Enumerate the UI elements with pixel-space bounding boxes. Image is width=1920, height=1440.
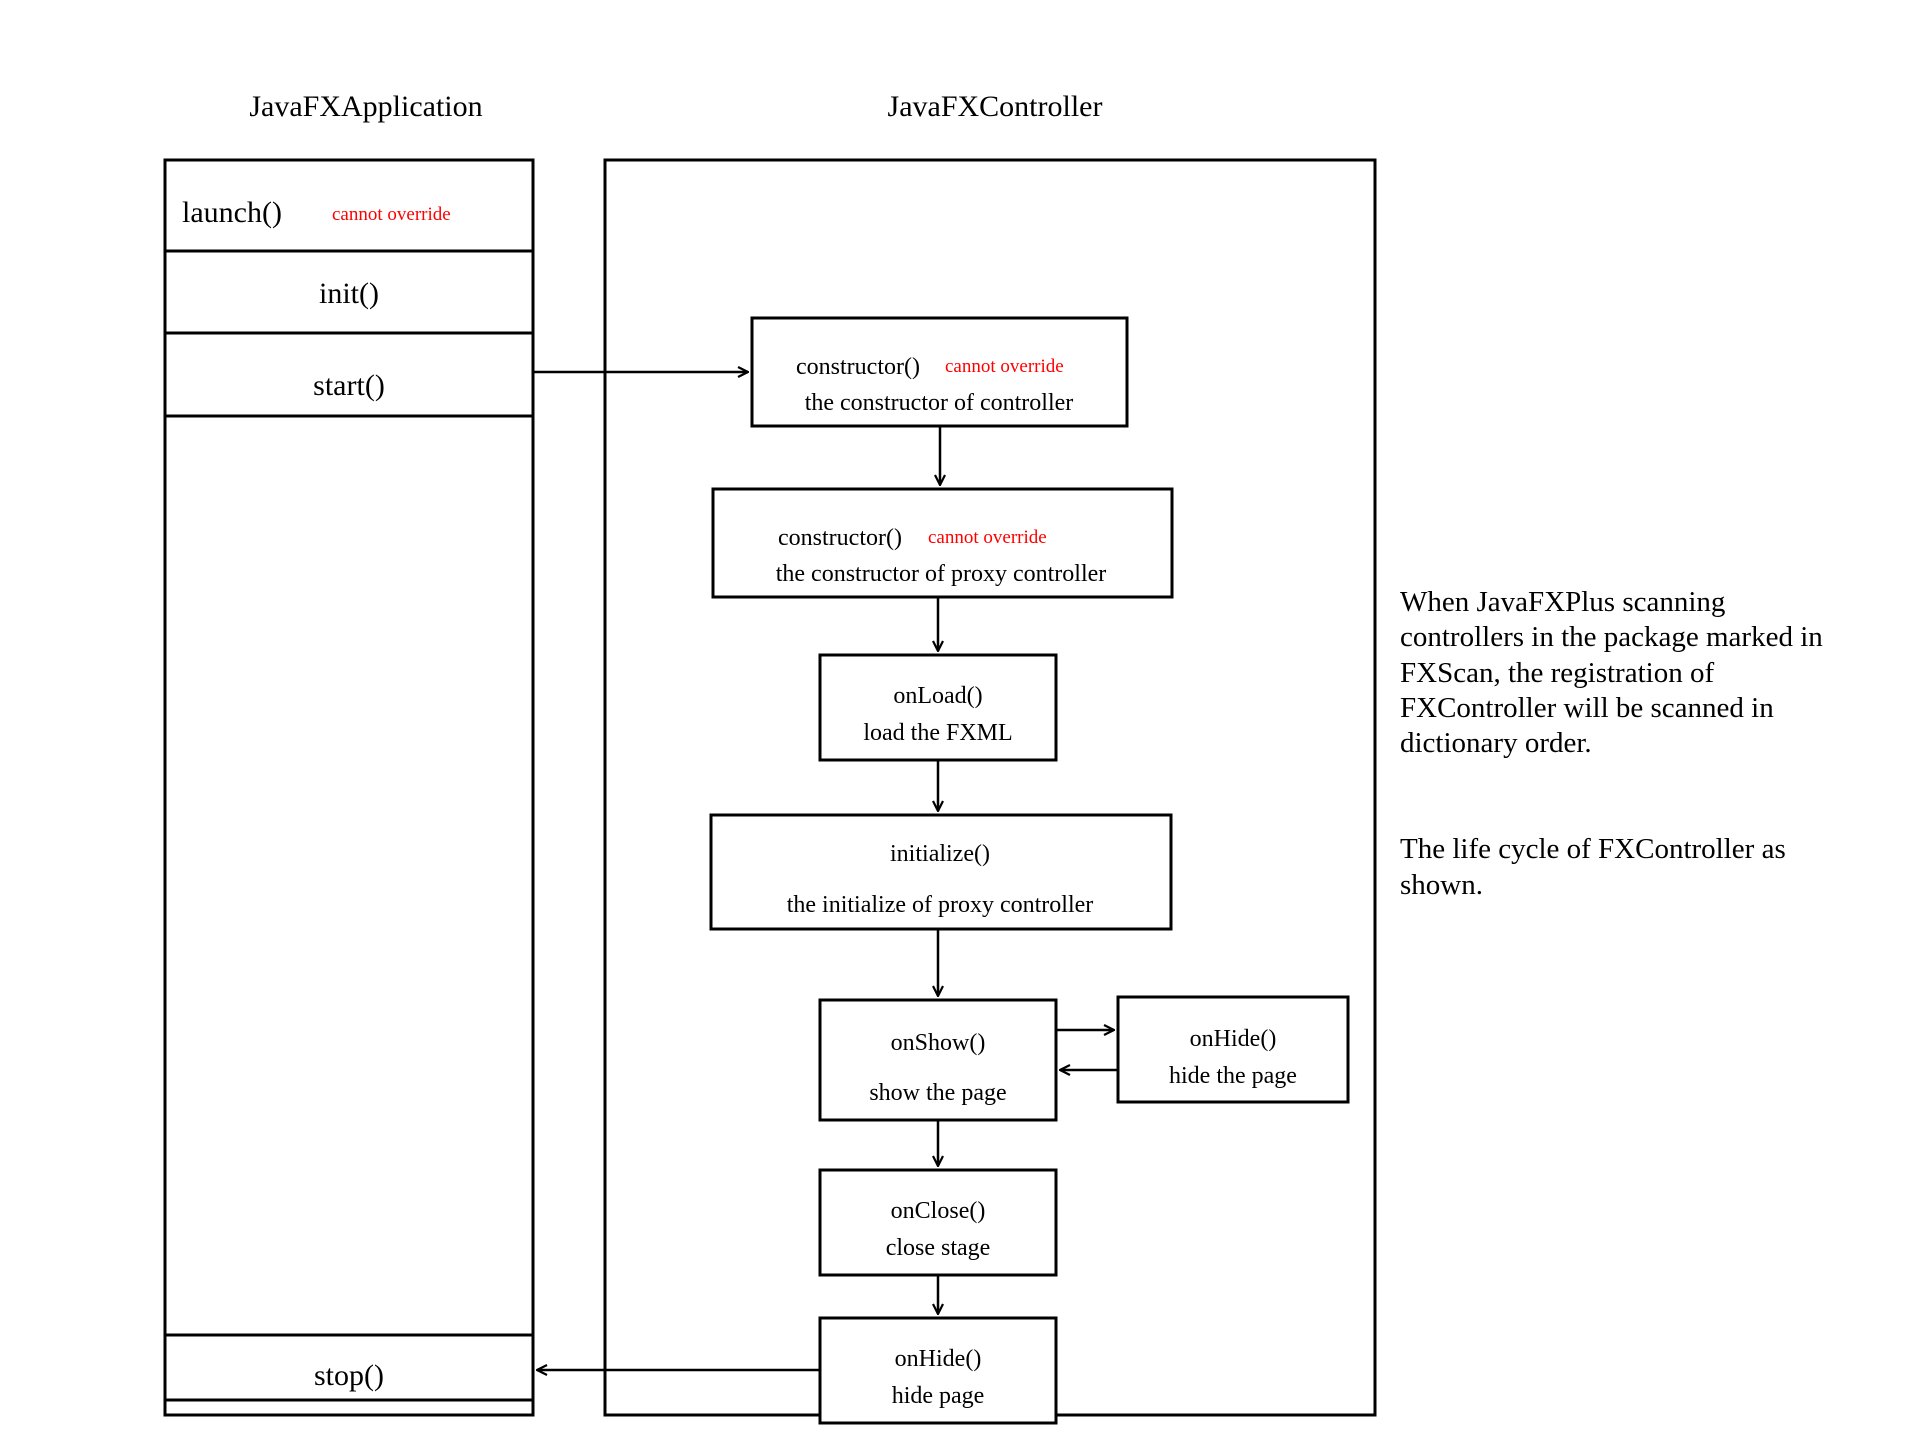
lane-method-init: init() (319, 277, 379, 310)
node-onhide-side-line2: hide the page (1169, 1063, 1297, 1089)
lane-method-launch: launch() (182, 196, 282, 229)
node-onclose-line2: close stage (886, 1235, 991, 1261)
side-note-paragraph-2: The life cycle of FXController as shown. (1400, 833, 1793, 901)
node-initialize-line2: the initialize of proxy controller (787, 892, 1094, 918)
node-onclose-line1: onClose() (891, 1198, 986, 1224)
node-onhide-side (1116, 995, 1350, 1104)
lane-method-stop: stop() (314, 1359, 384, 1392)
column-title-controller: JavaFXController (888, 90, 1103, 123)
node-constructor-proxy-line1: constructor() (778, 525, 902, 551)
node-constructor-proxy (711, 487, 1174, 599)
launch-cannot-override-note: cannot override (332, 204, 451, 225)
node-onhide-bottom-line1: onHide() (895, 1346, 982, 1372)
node-constructor-controller-note: cannot override (945, 356, 1064, 377)
node-onhide-bottom-line2: hide page (892, 1383, 985, 1409)
node-onshow (818, 998, 1058, 1122)
node-initialize-line1: initialize() (890, 841, 990, 867)
node-onload-line1: onLoad() (893, 683, 982, 709)
node-onshow-line1: onShow() (891, 1030, 986, 1056)
column-title-application: JavaFXApplication (249, 90, 482, 123)
node-constructor-proxy-line2: the constructor of proxy controller (776, 561, 1107, 587)
node-constructor-proxy-note: cannot override (928, 527, 1047, 548)
node-constructor-controller (750, 316, 1129, 428)
side-note-paragraph-1: When JavaFXPlus scanning controllers in … (1400, 585, 1831, 760)
node-onload (818, 653, 1058, 762)
application-lane-box (163, 158, 535, 1417)
node-initialize (709, 813, 1173, 931)
side-note-block: When JavaFXPlus scanning controllers in … (1400, 514, 1840, 974)
lane-method-start: start() (313, 369, 385, 402)
node-onshow-line2: show the page (869, 1080, 1006, 1106)
node-constructor-controller-line1: constructor() (796, 354, 920, 380)
node-constructor-controller-line2: the constructor of controller (805, 390, 1074, 416)
node-onhide-side-line1: onHide() (1190, 1026, 1277, 1052)
node-onload-line2: load the FXML (863, 720, 1012, 746)
